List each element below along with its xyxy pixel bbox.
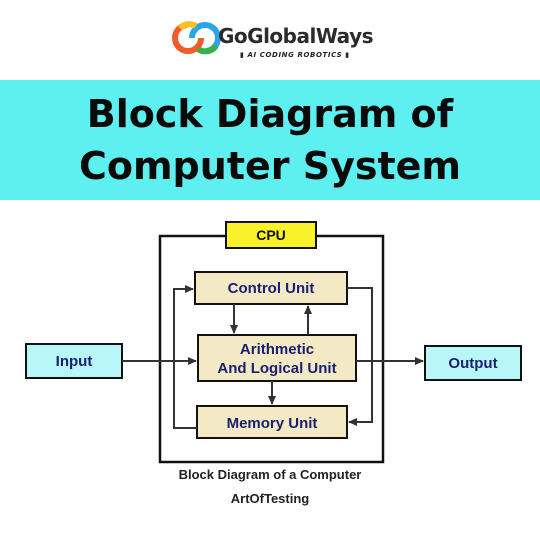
arrow-memory-to-control-loop bbox=[173, 285, 197, 429]
logo-tagline: ▮ AI CODING ROBOTICS ▮ bbox=[240, 51, 350, 59]
logo-mark-icon bbox=[172, 21, 221, 55]
memory-unit-box bbox=[196, 405, 348, 439]
alu-label-line-1: Arithmetic bbox=[240, 341, 314, 358]
control-unit-label: Control Unit bbox=[228, 280, 315, 297]
cpu-label: CPU bbox=[256, 227, 286, 243]
cpu-label-box bbox=[225, 221, 317, 249]
alu-box bbox=[197, 334, 357, 382]
page-title: Block Diagram of Computer System bbox=[0, 88, 540, 192]
output-box bbox=[424, 345, 522, 381]
alu-label-line-2: And Logical Unit bbox=[217, 360, 336, 377]
diagram-credit: ArtOfTesting bbox=[230, 491, 310, 506]
page-title-line-1: Block Diagram of bbox=[86, 92, 454, 136]
memory-unit-label: Memory Unit bbox=[227, 415, 318, 432]
goglobalways-logo: GoGlobalWays ▮ AI CODING ROBOTICS ▮ bbox=[172, 16, 374, 66]
input-label: Input bbox=[56, 353, 93, 370]
output-label: Output bbox=[448, 355, 497, 372]
diagram-caption: Block Diagram of a Computer bbox=[178, 467, 362, 482]
control-unit-box bbox=[194, 271, 348, 305]
title-banner: Block Diagram of Computer System bbox=[0, 80, 540, 200]
logo-brand-name: GoGlobalWays bbox=[218, 24, 374, 48]
input-box bbox=[25, 343, 123, 379]
page-title-line-2: Computer System bbox=[78, 144, 462, 188]
arrow-control-to-memory-loop bbox=[347, 287, 373, 426]
